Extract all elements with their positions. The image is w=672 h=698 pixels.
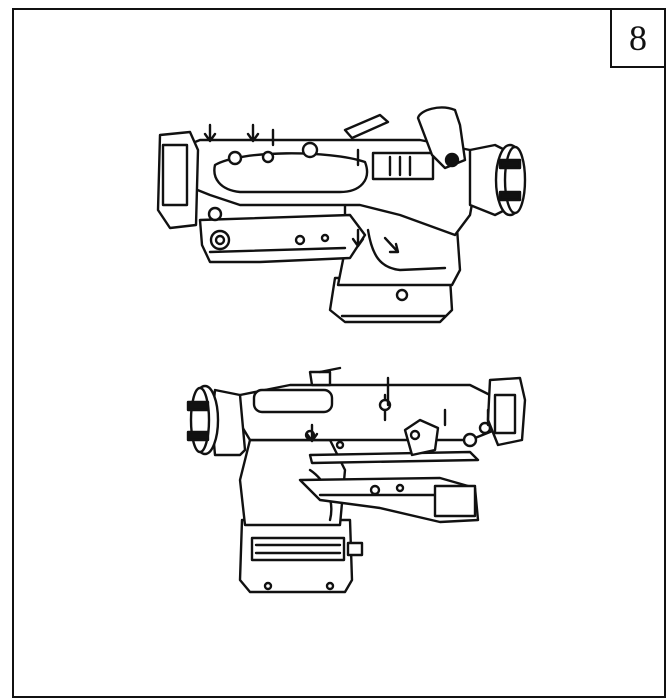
sewing-machine-top-view-icon <box>156 106 527 324</box>
sewing-machine-bottom-view-icon <box>186 366 527 594</box>
page-number: 8 <box>610 8 666 68</box>
